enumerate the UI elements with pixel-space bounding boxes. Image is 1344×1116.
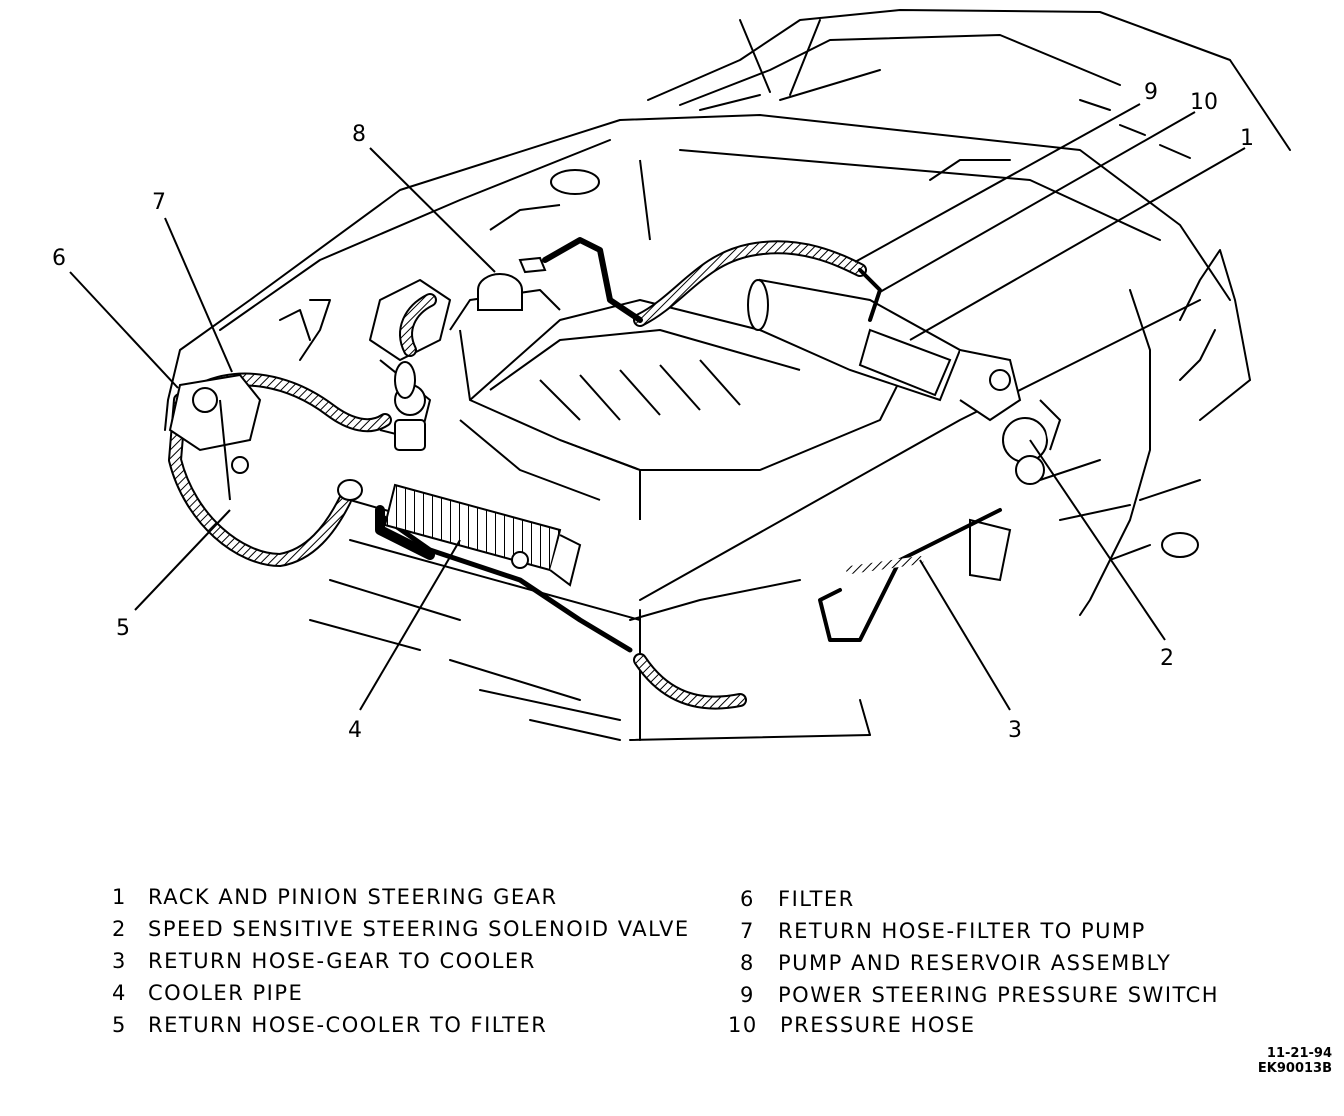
- legend-text: RETURN HOSE-FILTER TO PUMP: [778, 919, 1146, 943]
- legend-item: 1 RACK AND PINION STEERING GEAR: [112, 885, 558, 909]
- callout-1: 1: [1240, 126, 1254, 151]
- legend-item: 6 FILTER: [740, 887, 855, 911]
- legend-num: 9: [740, 983, 755, 1007]
- legend-num: 2: [112, 917, 127, 941]
- leader-6: [69, 271, 179, 389]
- legend-item: 9 POWER STEERING PRESSURE SWITCH: [740, 983, 1219, 1007]
- rack-and-pinion-gear: [747, 278, 1199, 582]
- legend-text: PRESSURE HOSE: [780, 1013, 976, 1037]
- legend-num: 7: [740, 919, 755, 943]
- callout-5: 5: [116, 616, 130, 641]
- legend-text: POWER STEERING PRESSURE SWITCH: [778, 983, 1220, 1007]
- legend-item: 3 RETURN HOSE-GEAR TO COOLER: [112, 949, 536, 973]
- drawing-date: 11-21-94: [1266, 1046, 1332, 1061]
- callout-7: 7: [152, 190, 166, 215]
- pump-and-reservoir: [394, 256, 547, 451]
- legend-text: RACK AND PINION STEERING GEAR: [148, 885, 558, 909]
- callout-2: 2: [1160, 646, 1174, 671]
- legend-item: 10 PRESSURE HOSE: [728, 1013, 976, 1037]
- leader-10: [879, 111, 1196, 293]
- callout-8: 8: [352, 122, 366, 147]
- leader-3: [919, 559, 1011, 711]
- leader-7: [164, 217, 233, 373]
- legend-item: 7 RETURN HOSE-FILTER TO PUMP: [740, 919, 1146, 943]
- filter-housing: [168, 373, 262, 501]
- car-body: [164, 9, 1291, 741]
- leader-2: [1029, 439, 1166, 641]
- callout-4: 4: [348, 718, 362, 743]
- drawing-id: EK90013B: [1257, 1061, 1332, 1076]
- legend-num: 10: [728, 1013, 758, 1037]
- drawing-code: 11-21-94 EK90013B: [1258, 1046, 1332, 1076]
- callout-6: 6: [52, 246, 66, 271]
- legend-num: 1: [112, 885, 127, 909]
- legend-item: 5 RETURN HOSE-COOLER TO FILTER: [112, 1013, 547, 1037]
- legend-item: 2 SPEED SENSITIVE STEERING SOLENOID VALVE: [112, 917, 690, 941]
- legend-text: RETURN HOSE-GEAR TO COOLER: [148, 949, 536, 973]
- legend-num: 5: [112, 1013, 127, 1037]
- legend-item: 8 PUMP AND RESERVOIR ASSEMBLY: [740, 951, 1171, 975]
- legend-num: 4: [112, 981, 127, 1005]
- legend-text: PUMP AND RESERVOIR ASSEMBLY: [778, 951, 1172, 975]
- cooler: [337, 479, 582, 587]
- leader-4: [359, 539, 461, 711]
- hoses: [168, 237, 1002, 710]
- legend-text: RETURN HOSE-COOLER TO FILTER: [148, 1013, 548, 1037]
- legend-num: 3: [112, 949, 127, 973]
- leader-8: [369, 147, 496, 273]
- callout-10: 10: [1190, 90, 1218, 115]
- leader-lines: [69, 103, 1246, 711]
- callout-3: 3: [1008, 718, 1022, 743]
- legend-text: SPEED SENSITIVE STEERING SOLENOID VALVE: [148, 917, 690, 941]
- leader-5: [134, 509, 231, 611]
- leader-9: [854, 103, 1141, 263]
- callout-9: 9: [1144, 80, 1158, 105]
- legend-text: COOLER PIPE: [148, 981, 304, 1005]
- leader-1: [909, 147, 1246, 341]
- legend-num: 6: [740, 887, 755, 911]
- legend-item: 4 COOLER PIPE: [112, 981, 303, 1005]
- legend-text: FILTER: [778, 887, 855, 911]
- legend-num: 8: [740, 951, 755, 975]
